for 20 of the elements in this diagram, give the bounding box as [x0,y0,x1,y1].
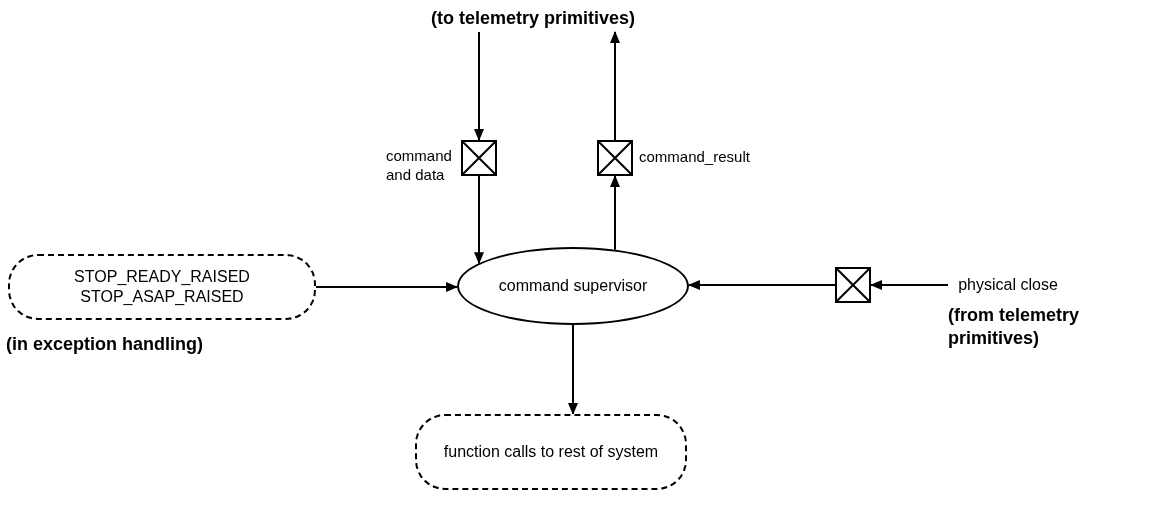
crossed-box [461,140,497,176]
node-text: physical close [958,275,1058,295]
node-text: STOP_READY_RAISED [74,267,250,287]
arrow [315,282,459,292]
arrow [474,31,484,141]
arrow [474,175,484,265]
node-text: command supervisor [498,276,648,296]
arrow [870,280,949,290]
side-label: command and data [386,147,453,185]
node-text: function calls to rest of system [443,442,659,462]
crossed-box [835,267,871,303]
node-text: STOP_ASAP_RAISED [80,287,244,307]
arrow [568,324,578,415]
crossed-box [597,140,633,176]
arrow [610,31,620,141]
node-text: (to telemetry primitives) [430,6,636,30]
side-label: (in exception handling) [6,333,204,356]
side-label: (from telemetry primitives) [948,304,1081,349]
arrow [687,280,836,290]
side-label: command_result [639,148,751,167]
